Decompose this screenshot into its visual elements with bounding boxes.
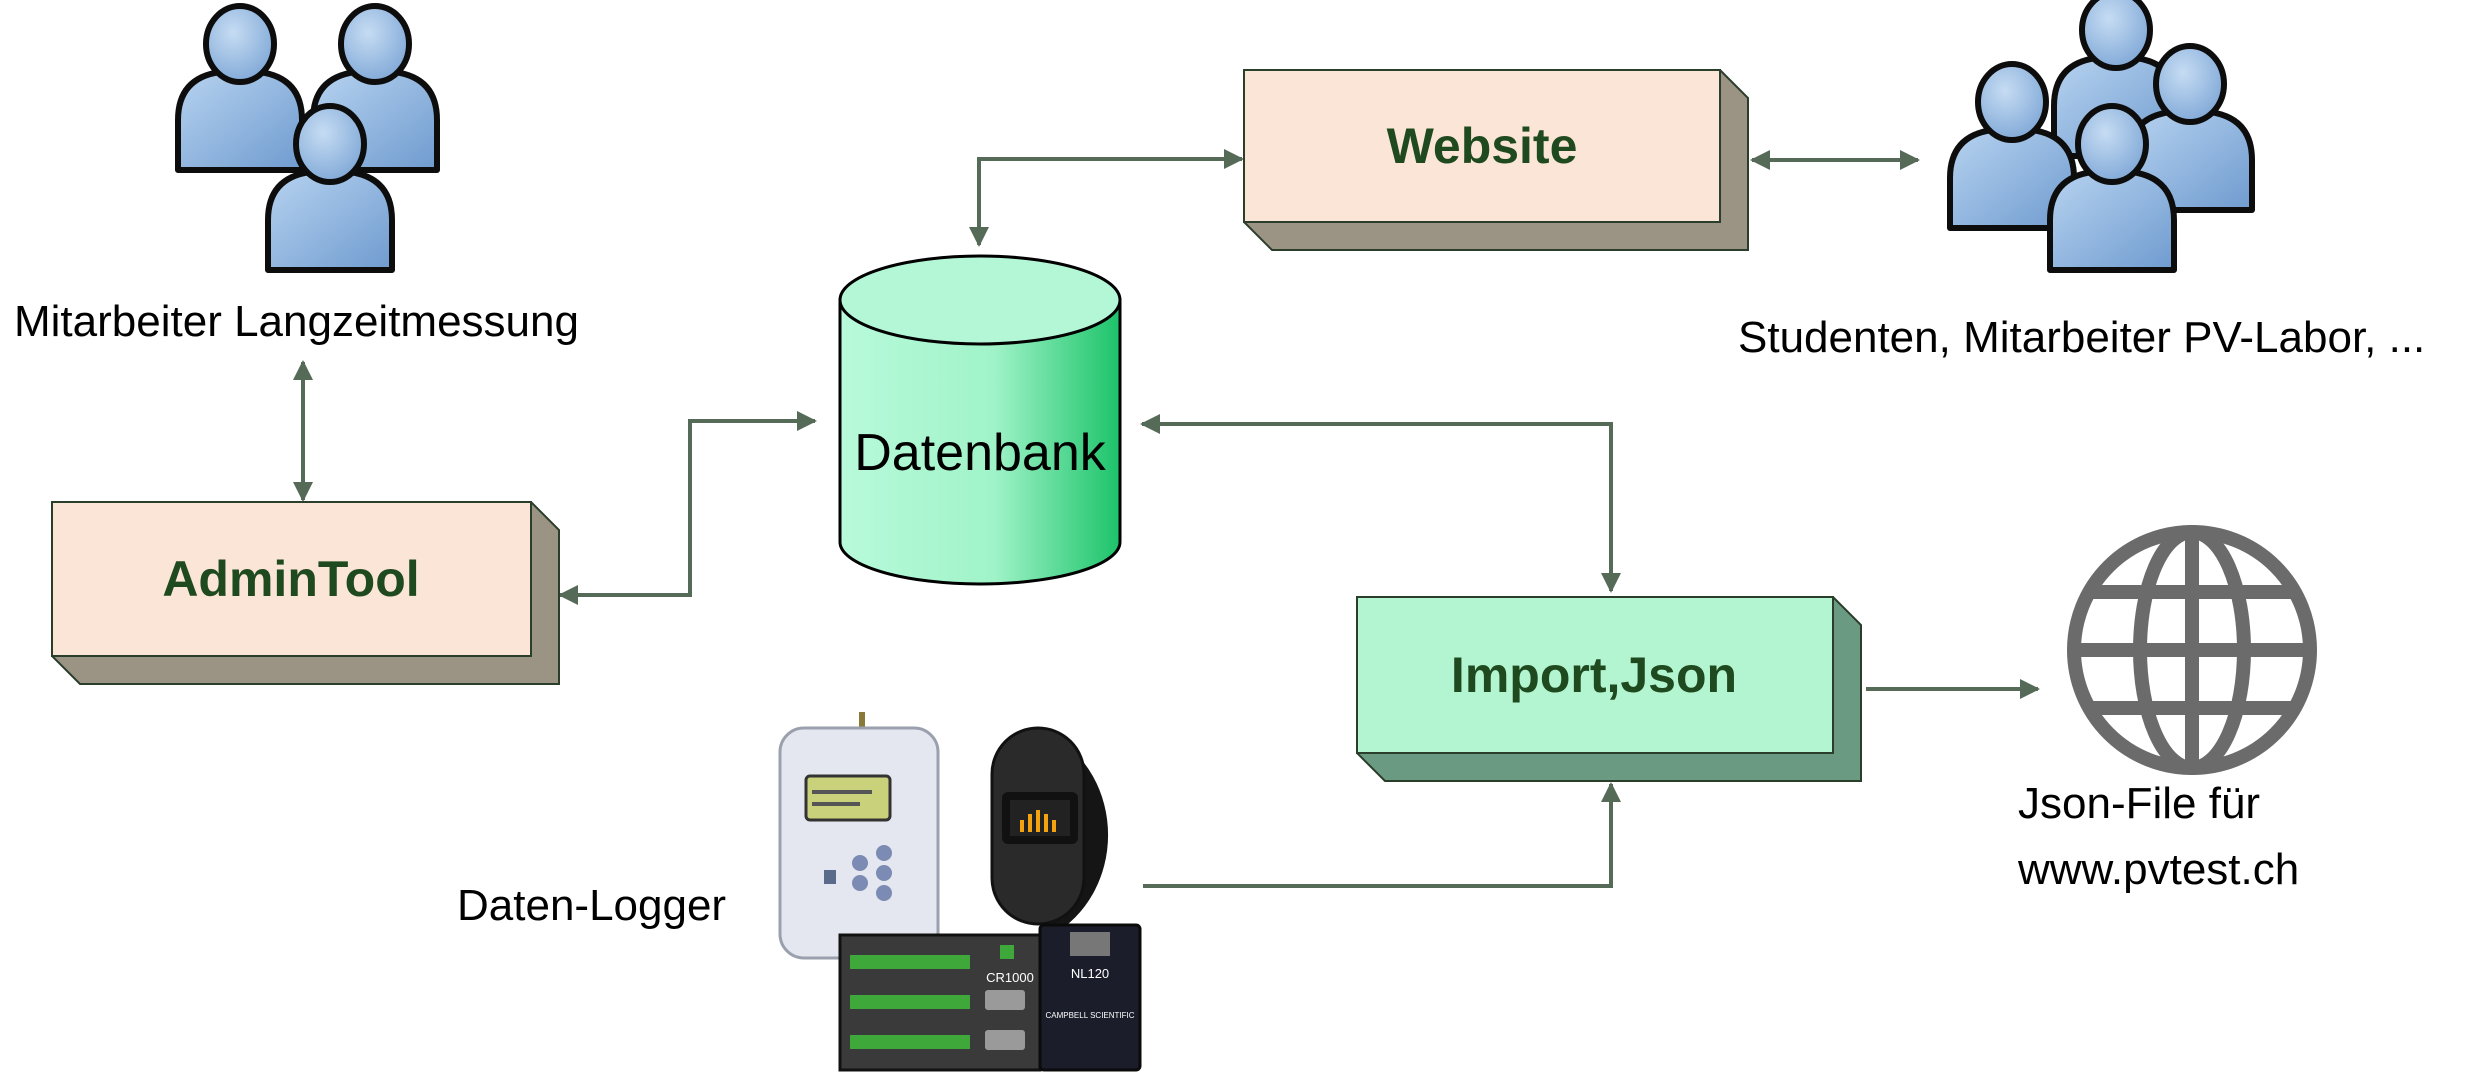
arrow-logger-import xyxy=(1143,782,1621,888)
json-file-label-line1: Json-File für xyxy=(2018,779,2260,828)
admintool-box: AdminTool xyxy=(51,501,560,685)
import-json-label: Import,Json xyxy=(1451,647,1737,703)
user-group-icon xyxy=(1950,0,2252,270)
cr1000-text: CR1000 xyxy=(986,970,1034,985)
user-group-icon xyxy=(178,6,437,270)
staff-label: Mitarbeiter Langzeitmessung xyxy=(14,297,579,346)
nl120-text: NL120 xyxy=(1071,966,1109,981)
datenbank-cylinder: Datenbank xyxy=(838,254,1122,586)
students-label: Studenten, Mitarbeiter PV-Labor, ... xyxy=(1738,313,2425,362)
arrow-admintool-datenbank xyxy=(558,411,817,605)
connectors xyxy=(293,149,2040,888)
cr1000-logger: CR1000 xyxy=(838,933,1042,1072)
website-box: Website xyxy=(1243,69,1749,251)
arrow-datenbank-website xyxy=(969,149,1244,247)
arrow-datenbank-import xyxy=(1140,414,1621,593)
datenbank-label: Datenbank xyxy=(854,424,1107,482)
nl120-module: NL120 CAMPBELL SCIENTIFIC xyxy=(1038,923,1142,1072)
round-logger xyxy=(990,726,1109,935)
campbell-text: CAMPBELL SCIENTIFIC xyxy=(1045,1011,1134,1020)
json-file-label-line2: www.pvtest.ch xyxy=(2017,845,2299,894)
import-json-box: Import,Json xyxy=(1356,596,1862,782)
website-label: Website xyxy=(1387,118,1578,174)
admintool-label: AdminTool xyxy=(162,551,419,607)
data-logger-label: Daten-Logger xyxy=(457,881,726,930)
data-logger-device: CR1000 NL120 CAMPBELL SCIENTIFIC xyxy=(778,712,1142,1072)
handheld-logger xyxy=(778,712,940,960)
globe-icon xyxy=(2067,525,2317,775)
